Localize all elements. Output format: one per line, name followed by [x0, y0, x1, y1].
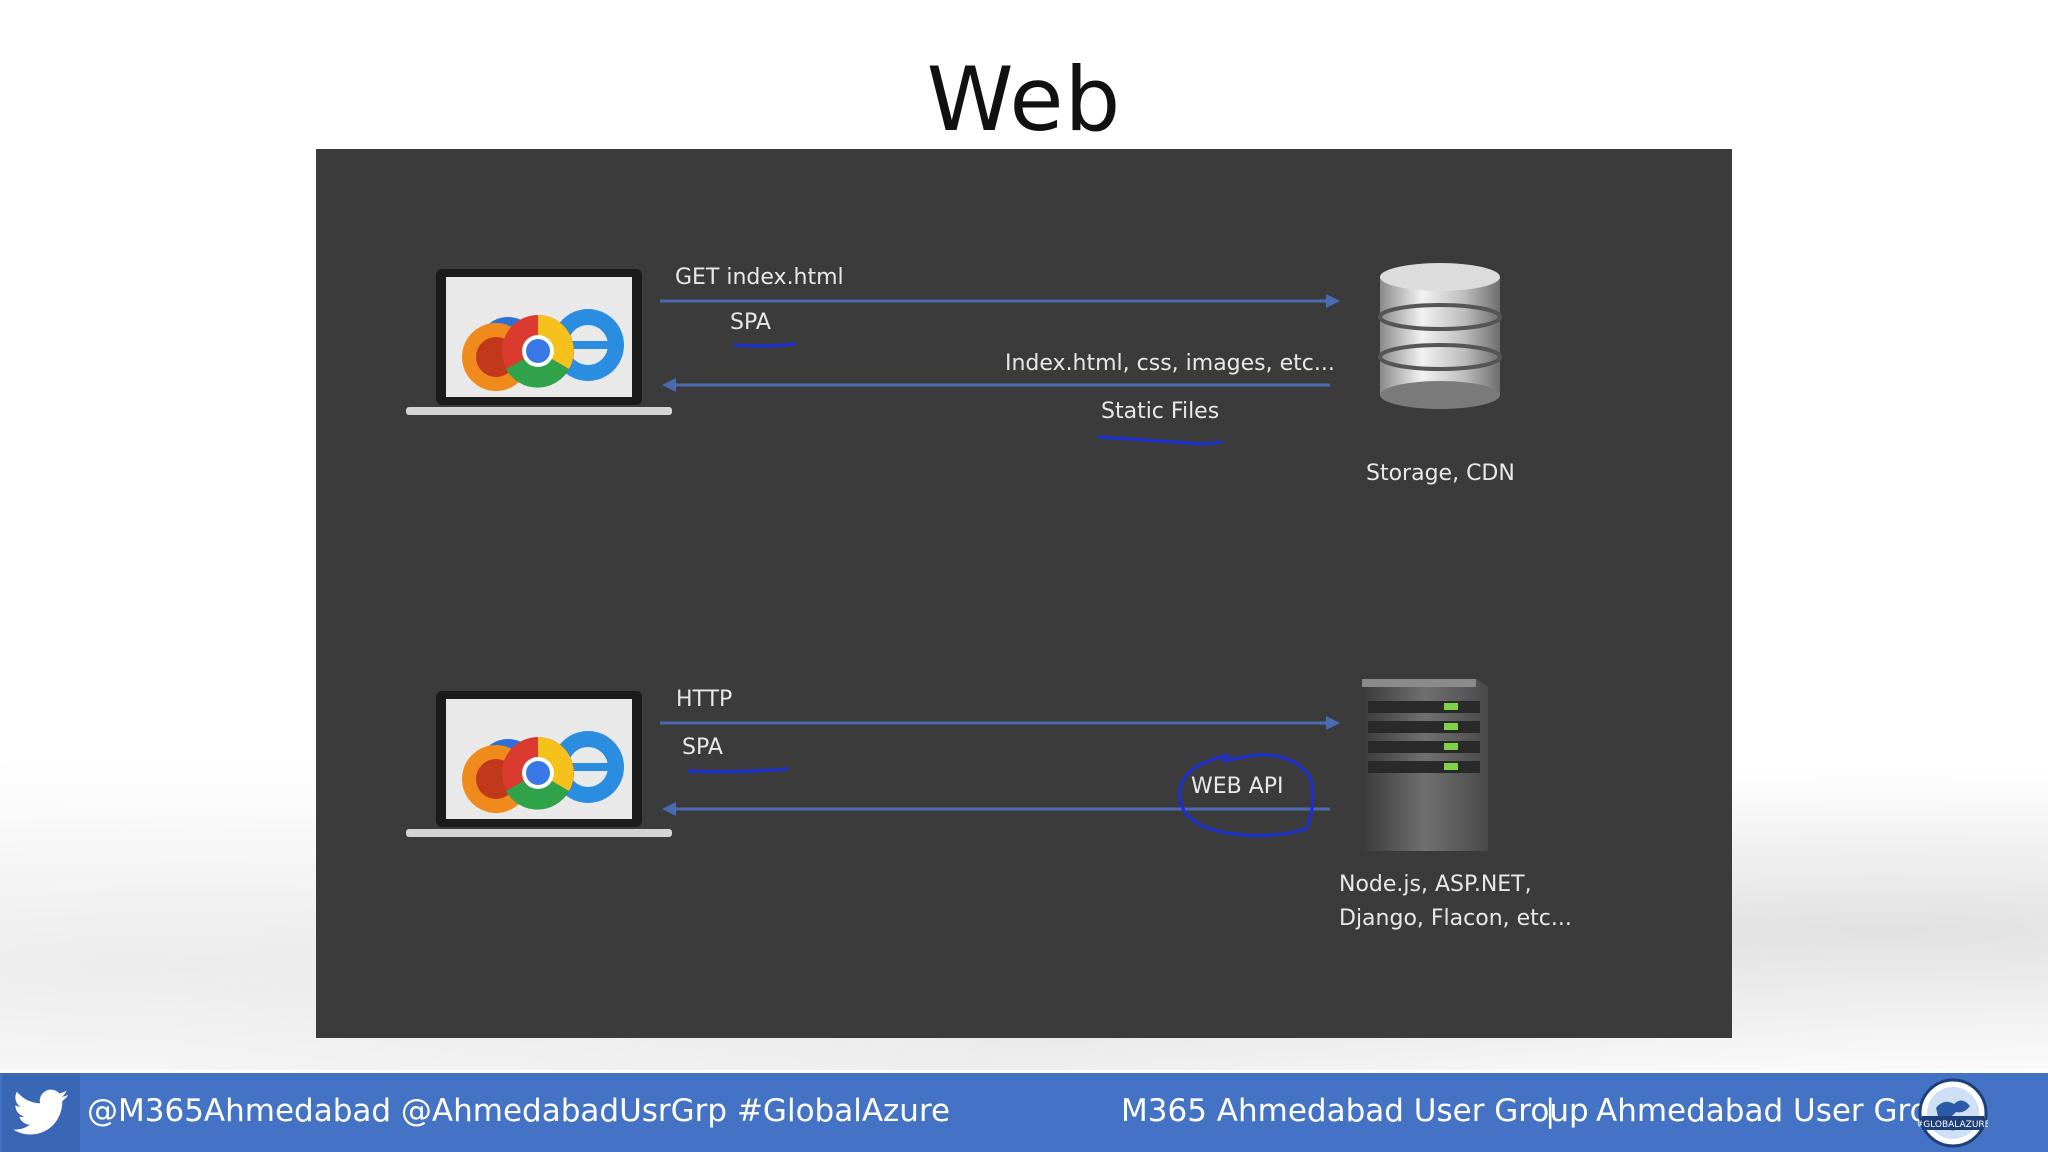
- web-api-circle: [1178, 753, 1315, 837]
- server-icon: [1362, 679, 1488, 851]
- web-api-annotation: WEB API: [1191, 774, 1284, 799]
- browser-laptop-icon: [406, 269, 672, 415]
- http-label: HTTP: [676, 687, 733, 712]
- response-arrow: [662, 378, 1330, 392]
- diagram-graphics: [406, 263, 1502, 851]
- api-response-arrow: [662, 802, 1330, 816]
- request-arrow: [660, 294, 1340, 308]
- spa-underline-2: [687, 765, 790, 774]
- spa-annotation: SPA: [730, 310, 771, 335]
- group-name-2: Ahmedabad User Group: [1596, 1093, 1968, 1129]
- http-request-arrow: [660, 716, 1340, 730]
- social-handles: @M365Ahmedabad @AhmedabadUsrGrp #GlobalA…: [87, 1093, 951, 1129]
- server-frameworks-label-line2: Django, Flacon, etc...: [1339, 906, 1572, 931]
- slide-title: Web: [926, 48, 1122, 151]
- get-request-label: GET index.html: [675, 265, 844, 290]
- twitter-icon: [2, 1073, 80, 1152]
- global-azure-logo-text: #GLOBALAZURE: [1918, 1120, 1988, 1130]
- footer-separator: |: [1545, 1093, 1556, 1129]
- global-azure-logo: #GLOBALAZURE: [1918, 1078, 1988, 1148]
- spa-annotation-2: SPA: [682, 735, 723, 760]
- storage-cdn-label: Storage, CDN: [1366, 461, 1515, 486]
- static-files-annotation: Static Files: [1101, 399, 1220, 424]
- spa-underline: [733, 342, 797, 348]
- group-name-1: M365 Ahmedabad User Group: [1121, 1093, 1589, 1129]
- browser-laptop-icon-2: [406, 691, 672, 837]
- footer-bar: @M365Ahmedabad @AhmedabadUsrGrp #GlobalA…: [0, 1073, 2048, 1152]
- server-frameworks-label-line1: Node.js, ASP.NET,: [1339, 872, 1532, 897]
- web-architecture-diagram: GET index.html SPA Index.html, css, imag…: [316, 149, 1732, 1038]
- static-content-label: Index.html, css, images, etc...: [1005, 351, 1335, 376]
- static-files-underline: [1097, 435, 1223, 446]
- database-icon: [1378, 263, 1502, 409]
